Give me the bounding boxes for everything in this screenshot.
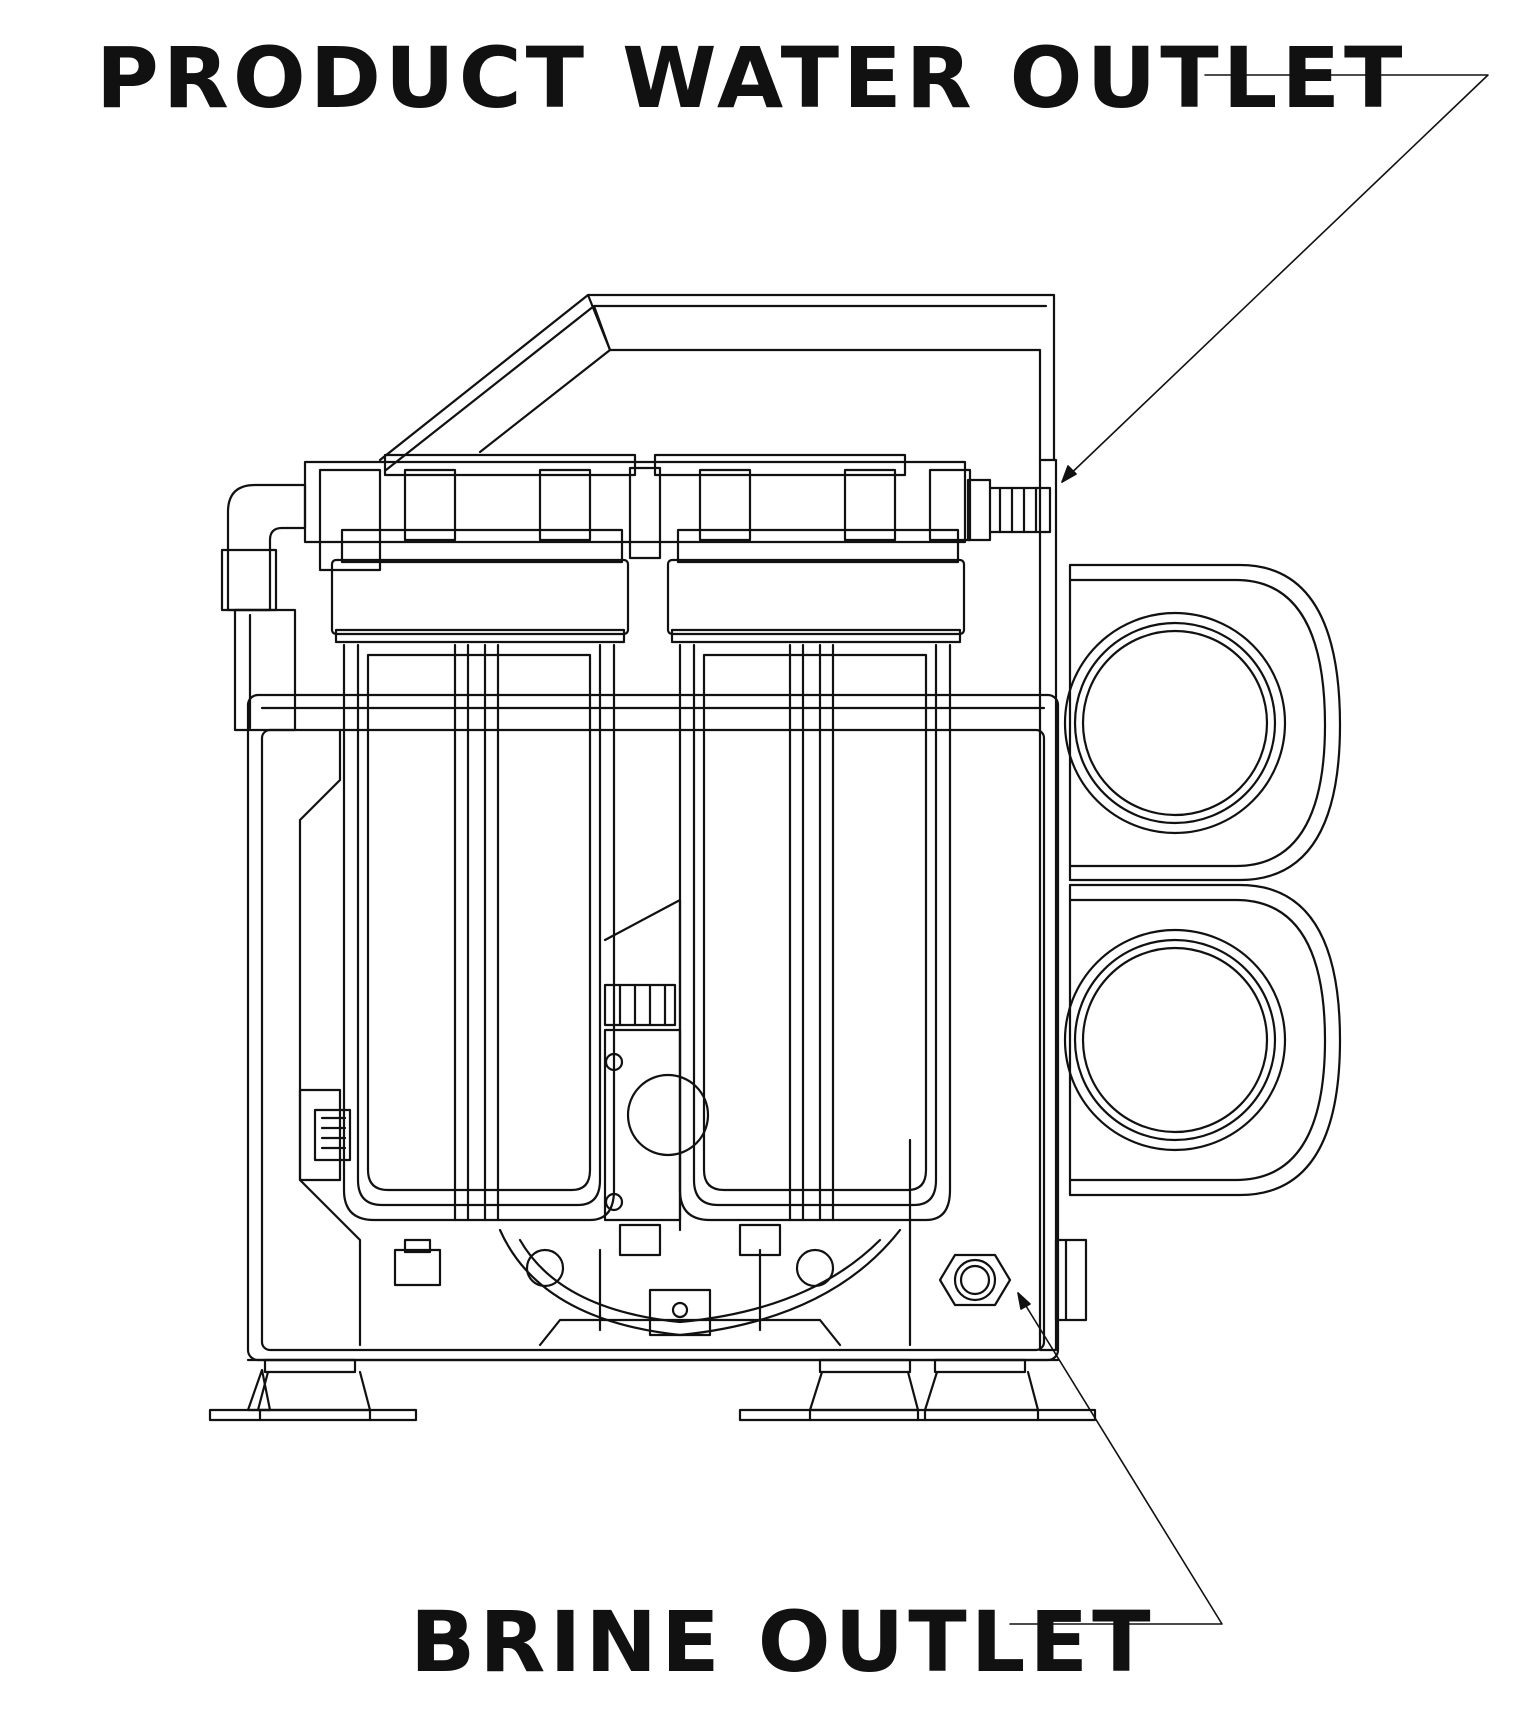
main-frame xyxy=(246,458,1060,1362)
brine-outlet-leader xyxy=(1009,1292,1223,1625)
base-feet xyxy=(208,1358,1097,1422)
right-filter-housing xyxy=(666,528,966,1222)
upper-membrane-vessel xyxy=(1063,563,1342,882)
left-elbow-fitting xyxy=(220,483,307,732)
left-side-fitting xyxy=(298,1088,442,1287)
brine-outlet-fitting xyxy=(938,1253,1012,1307)
manifold xyxy=(303,453,972,572)
product-water-hose-barb xyxy=(966,478,1052,542)
pump-motor xyxy=(498,898,902,1347)
left-filter-housing xyxy=(330,528,630,1222)
product-water-outlet-leader xyxy=(1061,74,1489,483)
lower-membrane-vessel xyxy=(1063,883,1342,1197)
top-hood xyxy=(378,293,1056,472)
product-water-outlet-label: PRODUCT WATER OUTLET xyxy=(96,29,1407,127)
right-side-bracket xyxy=(1054,1238,1088,1322)
brine-outlet-label: BRINE OUTLET xyxy=(410,1593,1155,1691)
